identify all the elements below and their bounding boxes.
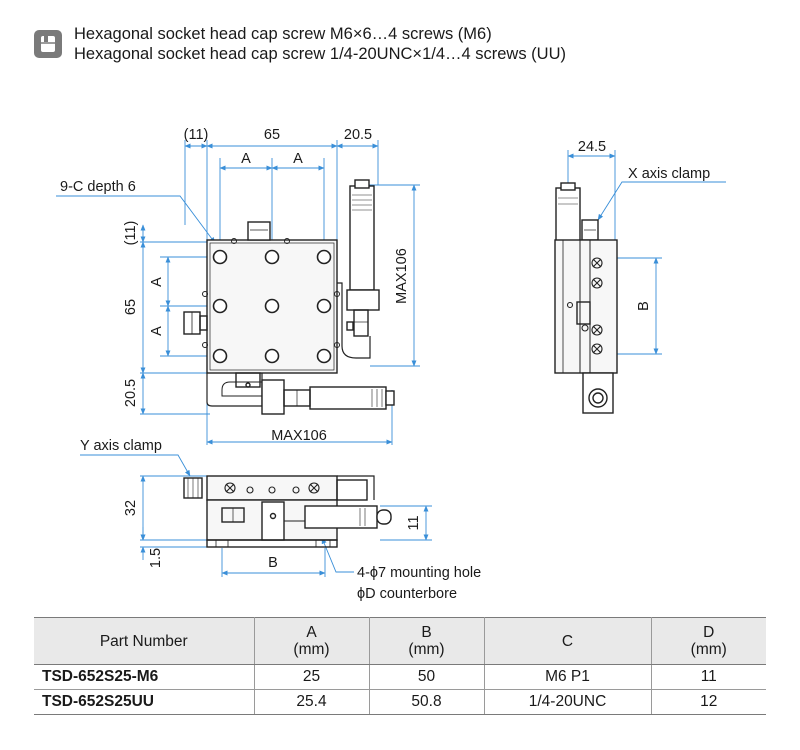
tapped-holes-label: 9-C depth 6 bbox=[60, 179, 136, 195]
cell-a: 25 bbox=[253, 664, 370, 690]
screw-info-line-2: Hexagonal socket head cap screw 1/4-20UN… bbox=[74, 45, 567, 63]
dim-11-front: 11 bbox=[406, 515, 422, 530]
header: Hexagonal socket head cap screw M6×6…4 s… bbox=[34, 24, 754, 68]
mounting-hole-label: 4-ϕ7 mounting hole bbox=[357, 565, 481, 581]
header-part-number: Part Number bbox=[34, 617, 255, 665]
dim-a-left-2: A bbox=[149, 326, 165, 336]
header-a: A(mm) bbox=[253, 617, 370, 665]
side-view-labels: 24.5 X axis clamp B bbox=[578, 139, 710, 311]
dim-65-top: 65 bbox=[264, 127, 280, 143]
cell-b: 50.8 bbox=[368, 689, 485, 715]
dim-a-left-1: A bbox=[149, 277, 165, 287]
screw-info-badge bbox=[34, 30, 62, 58]
table-row: TSD-652S25-M6 25 50 M6 P1 11 bbox=[34, 664, 766, 690]
technical-drawing: (11) 65 20.5 A A 9-C depth 6 (11) 65 20.… bbox=[56, 127, 726, 602]
dim-a-top-1: A bbox=[241, 151, 251, 167]
cell-c: 1/4-20UNC bbox=[483, 689, 652, 715]
dim-11-left: (11) bbox=[123, 221, 139, 246]
table-row: TSD-652S25UU 25.4 50.8 1/4-20UNC 12 bbox=[34, 689, 766, 715]
dim-max106-width: MAX106 bbox=[271, 428, 327, 444]
header-d: D(mm) bbox=[650, 617, 766, 665]
dim-65-left: 65 bbox=[123, 299, 139, 315]
header-c: C bbox=[483, 617, 652, 665]
dim-b-side: B bbox=[636, 301, 652, 311]
cell-d: 11 bbox=[650, 664, 766, 690]
dim-11-top: (11) bbox=[184, 127, 209, 143]
spec-table: Part Number A(mm) B(mm) C D(mm) TSD-652S… bbox=[34, 617, 766, 715]
dim-a-top-2: A bbox=[293, 151, 303, 167]
cell-c: M6 P1 bbox=[483, 664, 652, 690]
screw-info-line-1: Hexagonal socket head cap screw M6×6…4 s… bbox=[74, 25, 492, 43]
cell-part-number: TSD-652S25UU bbox=[34, 689, 255, 715]
y-axis-clamp-label: Y axis clamp bbox=[80, 438, 162, 454]
dim-24-5: 24.5 bbox=[578, 139, 606, 155]
dim-1-5: 1.5 bbox=[148, 548, 164, 568]
table-header-row: Part Number A(mm) B(mm) C D(mm) bbox=[34, 617, 766, 665]
screw-icon bbox=[41, 36, 55, 52]
cell-b: 50 bbox=[368, 664, 485, 690]
cell-a: 25.4 bbox=[253, 689, 370, 715]
front-view-labels: Y axis clamp 32 1.5 11 B 4-ϕ7 mounting h… bbox=[80, 438, 481, 602]
dim-32: 32 bbox=[123, 500, 139, 516]
dim-20-5-left: 20.5 bbox=[123, 379, 139, 407]
top-view bbox=[56, 140, 420, 445]
cell-d: 12 bbox=[650, 689, 766, 715]
side-view bbox=[554, 150, 726, 414]
dim-max106-height: MAX106 bbox=[394, 248, 410, 304]
header-b: B(mm) bbox=[368, 617, 485, 665]
front-view bbox=[80, 454, 432, 577]
top-view-labels: (11) 65 20.5 A A 9-C depth 6 (11) 65 20.… bbox=[60, 127, 410, 444]
dim-b-front: B bbox=[268, 555, 278, 571]
counterbore-label: ϕD counterbore bbox=[357, 586, 457, 602]
x-axis-clamp-label: X axis clamp bbox=[628, 166, 710, 182]
cell-part-number: TSD-652S25-M6 bbox=[34, 664, 255, 690]
dim-20-5-top: 20.5 bbox=[344, 127, 372, 143]
